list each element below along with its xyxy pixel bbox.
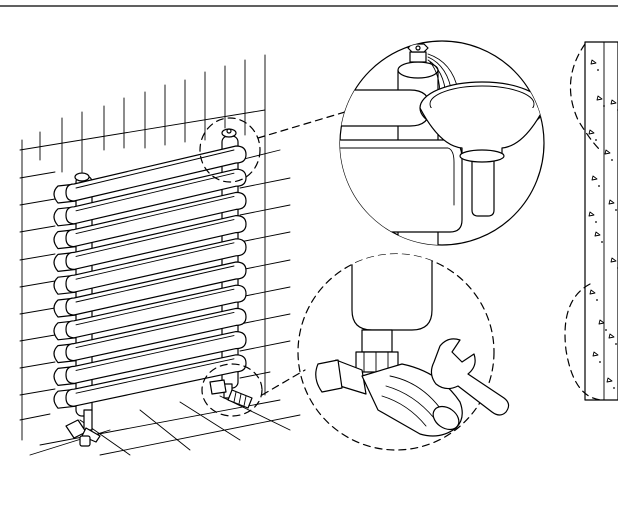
concrete-speck xyxy=(608,333,615,339)
leader-line-valve xyxy=(261,369,306,396)
concrete-dot xyxy=(611,159,613,161)
concrete-dot xyxy=(613,387,615,389)
radiator-bar xyxy=(65,307,247,362)
radiator-bar-highlight xyxy=(75,195,235,235)
concrete-speck xyxy=(588,211,595,217)
radiator-bar xyxy=(65,238,247,293)
radiator-bar-highlight xyxy=(75,335,235,371)
radiator-bar-highlight xyxy=(75,358,235,394)
radiator-bar xyxy=(65,168,247,225)
concrete-speck xyxy=(596,95,603,101)
wrench-icon xyxy=(430,338,510,416)
bleed-valve-callout xyxy=(199,117,261,183)
concrete-speck xyxy=(594,231,601,237)
concrete-dot xyxy=(595,221,597,223)
radiator-bar-highlight xyxy=(75,149,235,189)
valve-callout xyxy=(201,363,263,417)
leader-line-bleed xyxy=(257,111,346,139)
concrete-dot xyxy=(601,241,603,243)
concrete-speck xyxy=(598,319,605,325)
radiator-bar-highlight xyxy=(75,311,235,349)
concrete-speck xyxy=(590,59,597,65)
concrete-wall-section-icon xyxy=(564,41,618,401)
left-valve xyxy=(65,409,101,447)
left-cap xyxy=(74,172,90,182)
concrete-speck xyxy=(589,289,596,295)
valve-detail xyxy=(297,253,510,451)
concrete-speck xyxy=(591,175,598,181)
concrete-dot xyxy=(615,209,617,211)
concrete-speck xyxy=(608,199,615,205)
radiator-bar xyxy=(65,215,247,270)
radiator-bar-highlight xyxy=(75,219,235,257)
concrete-speck xyxy=(588,129,595,135)
concrete-dot xyxy=(598,185,600,187)
radiator-bar-highlight xyxy=(75,288,235,326)
concrete-dot xyxy=(596,299,598,301)
right-valve xyxy=(209,379,253,409)
concrete-dot xyxy=(603,105,605,107)
concrete-dot xyxy=(615,343,617,345)
radiator-bar xyxy=(65,191,247,248)
radiator-bar-highlight xyxy=(75,172,235,212)
radiator-bar xyxy=(65,354,247,407)
concrete-dot xyxy=(605,329,607,331)
concrete-speck xyxy=(606,377,613,383)
radiator-bar xyxy=(65,284,247,339)
radiator-bar xyxy=(65,261,247,316)
radiator-bar-highlight xyxy=(75,242,235,280)
wall-section xyxy=(584,41,618,401)
radiator-bar-highlight xyxy=(75,265,235,303)
concrete-speck xyxy=(610,99,617,105)
concrete-dot xyxy=(595,139,597,141)
radiator xyxy=(53,117,263,447)
bleed-detail xyxy=(339,40,545,246)
concrete-speck xyxy=(592,351,599,357)
radiator-bars xyxy=(53,145,247,409)
radiator-bar xyxy=(65,331,247,384)
concrete-speck xyxy=(610,257,617,263)
concrete-dot xyxy=(597,69,599,71)
concrete-dot xyxy=(599,361,601,363)
concrete-speck xyxy=(604,149,611,155)
